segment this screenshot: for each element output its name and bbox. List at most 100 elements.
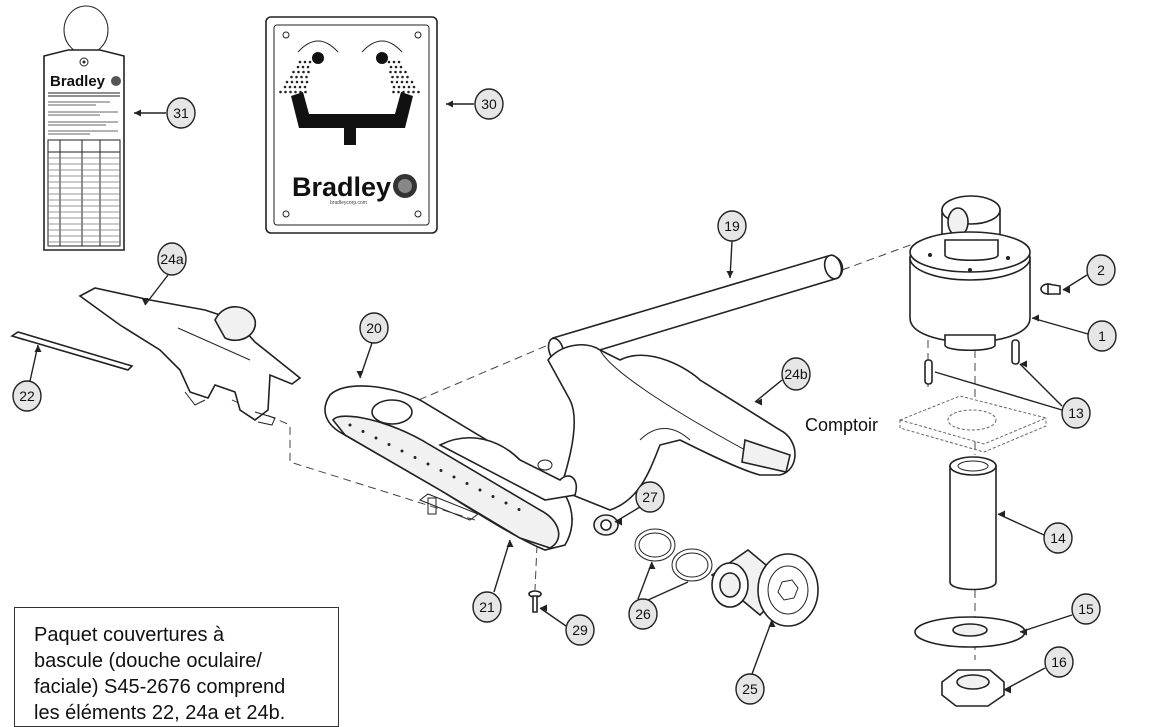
eyewash-bowl-icon — [291, 92, 413, 145]
callout-circle — [1043, 522, 1073, 554]
leader-line-24b — [754, 379, 783, 403]
leader-arrowhead — [615, 518, 622, 526]
leader-line-14 — [997, 513, 1045, 536]
leader-line-26 — [647, 581, 689, 601]
callout-circle — [1071, 593, 1101, 625]
callout-label: 24b — [784, 366, 808, 382]
callout-label: 31 — [173, 105, 189, 121]
callout-label: 20 — [366, 320, 382, 336]
callout-circle — [1044, 646, 1074, 678]
leader-arrowhead — [755, 398, 762, 406]
callout-15: 15 — [1071, 593, 1101, 625]
callout-13: 13 — [1061, 397, 1091, 429]
leader-line-27 — [614, 506, 641, 523]
callout-label: 29 — [572, 622, 588, 638]
callout-label: 1 — [1098, 328, 1106, 344]
callout-circle — [359, 312, 389, 344]
callout-circle — [781, 357, 811, 391]
callout-circle — [735, 673, 765, 705]
callout-label: 25 — [742, 681, 758, 697]
leader-arrowhead — [1004, 686, 1011, 694]
leader-line-13 — [934, 371, 1063, 411]
callout-label: 13 — [1068, 405, 1084, 421]
callout-24a: 24a — [157, 242, 187, 276]
leader-arrowhead — [506, 540, 514, 547]
leader-arrowhead — [141, 298, 149, 305]
callout-label: 21 — [479, 599, 495, 615]
screw-29 — [528, 590, 542, 613]
leader-arrowhead — [1020, 628, 1027, 636]
callout-27: 27 — [635, 481, 665, 513]
leader-arrowhead — [446, 100, 453, 108]
kit-note-box: Paquet couvertures à bascule (douche ocu… — [14, 607, 339, 727]
callout-29: 29 — [565, 614, 595, 646]
sign-brand: Bradley — [292, 172, 391, 202]
callout-circle — [1087, 320, 1117, 352]
eye-icon — [361, 40, 403, 64]
note-line: faciale) S45-2676 comprend — [34, 676, 286, 698]
note-line: Paquet couvertures à — [34, 624, 225, 646]
valve-cartridge-25 — [710, 548, 819, 627]
callout-circle — [166, 97, 196, 129]
spray-head-20-21 — [324, 385, 578, 551]
callout-leaders — [29, 100, 1089, 694]
callout-30: 30 — [474, 88, 504, 120]
washer-27 — [593, 514, 619, 536]
leader-line-21 — [493, 539, 511, 593]
leader-line-1 — [1031, 317, 1089, 335]
leader-arrowhead — [768, 620, 776, 627]
leader-arrowhead — [540, 604, 547, 612]
leader-arrowhead — [356, 371, 364, 378]
callout-circle — [12, 380, 42, 412]
leader-line-2 — [1062, 274, 1088, 291]
swivel-body-1 — [909, 195, 1031, 352]
eye-icon — [297, 40, 339, 64]
callout-circle — [1061, 397, 1091, 429]
leader-line-16 — [1003, 667, 1046, 691]
note-line: les éléments 22, 24a et 24b. — [34, 702, 286, 724]
callout-26: 26 — [628, 598, 658, 630]
counter-label: Comptoir — [805, 415, 879, 435]
callout-label: 30 — [481, 96, 497, 112]
leader-arrowhead — [1032, 314, 1039, 322]
callout-circle — [565, 614, 595, 646]
callout-2: 2 — [1086, 254, 1116, 286]
callout-1: 1 — [1087, 320, 1117, 352]
leader-arrowhead — [1020, 360, 1027, 368]
hinge-pin-22 — [10, 331, 134, 371]
set-screw-2 — [1040, 283, 1061, 295]
callout-label: 16 — [1051, 654, 1067, 670]
leader-arrowhead — [1063, 286, 1070, 294]
note-line: bascule (douche oculaire/ — [34, 650, 262, 672]
leader-line-24a — [144, 274, 169, 306]
callout-label: 19 — [724, 218, 740, 234]
tag-brand: Bradley — [50, 73, 106, 90]
washer-15 — [914, 616, 1026, 648]
callout-label: 15 — [1078, 601, 1094, 617]
callout-circle — [635, 481, 665, 513]
callout-16: 16 — [1044, 646, 1074, 678]
leader-arrowhead — [998, 510, 1005, 518]
leader-arrowhead — [134, 109, 141, 117]
callout-circle — [474, 88, 504, 120]
dowel-pins-13 — [924, 339, 1020, 385]
callout-label: 26 — [635, 606, 651, 622]
callout-20: 20 — [359, 312, 389, 344]
callout-circle — [1086, 254, 1116, 286]
leader-line-15 — [1019, 614, 1073, 633]
tube-14 — [949, 456, 997, 591]
bradley-logo-icon — [393, 174, 417, 198]
sign-url: bradleycorp.com — [330, 200, 367, 206]
tilt-cover-24a — [78, 287, 302, 426]
callout-circle — [157, 242, 187, 276]
leader-arrowhead — [34, 345, 42, 352]
callout-22: 22 — [12, 380, 42, 412]
leader-arrowhead — [726, 271, 734, 278]
callout-label: 24a — [160, 251, 184, 267]
callout-31: 31 — [166, 97, 196, 129]
leader-line-13 — [1019, 363, 1063, 407]
inspection-tag: Bradley — [43, 5, 125, 251]
callout-label: 2 — [1097, 262, 1105, 278]
